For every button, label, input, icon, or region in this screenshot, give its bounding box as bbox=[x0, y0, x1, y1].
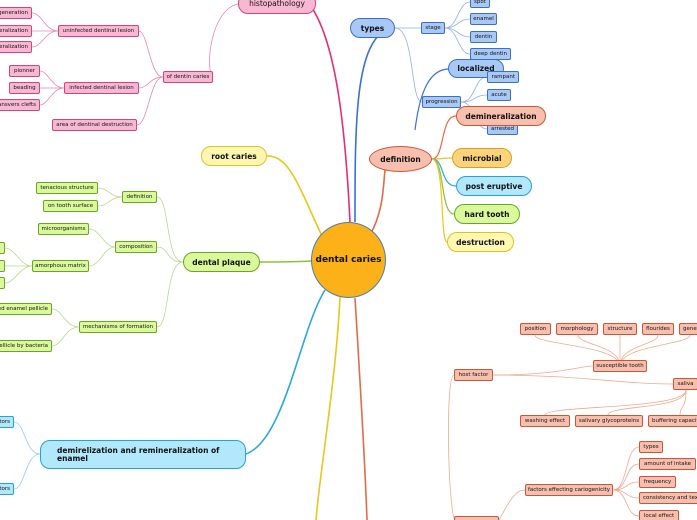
node-demineralization[interactable]: demineralization bbox=[0, 41, 32, 53]
node-amorphous-matrix[interactable]: amorphous matrix bbox=[32, 260, 89, 272]
node-composition[interactable]: composition bbox=[115, 241, 157, 253]
node-flourides[interactable]: flourides bbox=[642, 323, 674, 335]
node-rampant[interactable]: rampant bbox=[487, 71, 519, 83]
node-generation[interactable]: generation bbox=[0, 7, 32, 19]
node-definition[interactable]: definition bbox=[369, 146, 432, 172]
node-washing-effect[interactable]: washing effect bbox=[520, 415, 570, 427]
node-acute[interactable]: acute bbox=[487, 89, 511, 101]
node-matrix-child-1[interactable] bbox=[0, 242, 5, 254]
node-microorganisms[interactable]: microorganisms bbox=[38, 223, 89, 235]
node-position[interactable]: position bbox=[520, 323, 551, 335]
node-microbial[interactable]: microbial bbox=[452, 148, 512, 168]
node-substrate-factor[interactable] bbox=[454, 516, 499, 520]
node-infected-dentinal-lesion[interactable]: infected dentinal lesion bbox=[64, 82, 139, 94]
node-saliva[interactable]: saliva bbox=[673, 378, 697, 390]
node-demineralization-remineralization[interactable]: demirelization and remineralization of e… bbox=[40, 440, 246, 469]
node-colonization-of-pellicle[interactable]: colonization of pellicle by bacteria bbox=[0, 340, 52, 352]
node-amount-of-intake[interactable]: amount of intake bbox=[639, 458, 696, 470]
node-morphology[interactable]: morphology bbox=[556, 323, 598, 335]
node-progression[interactable]: progression bbox=[422, 96, 461, 108]
node-pionner[interactable]: pionner bbox=[9, 65, 40, 77]
node-factors-effecting-cariogenicity[interactable]: factors effecting cariogenicity bbox=[525, 484, 613, 496]
node-tenacious-structure[interactable]: tenacious structure bbox=[36, 182, 98, 194]
node-matrix-child-3[interactable] bbox=[0, 277, 5, 289]
node-types-cario[interactable]: types bbox=[639, 441, 663, 453]
node-salivary-glycoproteins[interactable]: salivary glycoproteins bbox=[575, 415, 643, 427]
node-consistency-texture[interactable]: consistency and texture bbox=[639, 492, 697, 504]
node-buffering-capacity[interactable]: buffering capacity bbox=[648, 415, 697, 427]
node-dental-plaque[interactable]: dental plaque bbox=[183, 252, 260, 272]
node-transvers-clefts[interactable]: transvers clefts bbox=[0, 99, 40, 111]
node-histopathology[interactable]: histopathology bbox=[238, 0, 316, 14]
node-demineralization-def[interactable]: demineralization bbox=[456, 106, 546, 126]
node-susceptible-tooth[interactable]: susceptible tooth bbox=[593, 360, 647, 372]
node-spot[interactable]: spot bbox=[470, 0, 490, 8]
node-plaque-definition[interactable]: definition bbox=[122, 191, 157, 203]
node-host-factor[interactable]: host factor bbox=[454, 369, 493, 381]
node-root-caries[interactable]: root caries bbox=[201, 146, 267, 166]
node-demin-factors-1[interactable]: factors bbox=[0, 416, 14, 428]
node-genetics[interactable]: genetics bbox=[679, 323, 697, 335]
node-hard-tooth[interactable]: hard tooth bbox=[454, 204, 520, 224]
node-structure[interactable]: structure bbox=[603, 323, 637, 335]
node-on-tooth-surface[interactable]: on tooth surface bbox=[43, 200, 98, 212]
node-types[interactable]: types bbox=[350, 18, 395, 38]
node-dentin[interactable]: dentin bbox=[470, 31, 497, 43]
node-enamel[interactable]: enamel bbox=[470, 13, 497, 25]
node-of-dentin-caries[interactable]: of dentin caries bbox=[163, 71, 213, 83]
node-uninfected-dentinal-lesion[interactable]: uninfected dentinal lesion bbox=[58, 25, 139, 37]
node-destruction[interactable]: destruction bbox=[447, 232, 514, 252]
node-area-of-dentinal-destruction[interactable]: area of dentinal destruction bbox=[52, 119, 137, 131]
node-frequency[interactable]: frequency bbox=[639, 476, 676, 488]
node-mechanisms-of-formation[interactable]: mechanisms of formation bbox=[79, 321, 157, 333]
node-beading[interactable]: beading bbox=[9, 82, 40, 94]
node-local-effect[interactable]: local effect bbox=[639, 510, 679, 520]
central-topic[interactable]: dental caries bbox=[311, 222, 386, 298]
node-mineralization[interactable]: mineralization bbox=[0, 25, 32, 37]
node-matrix-child-2[interactable] bbox=[0, 260, 5, 272]
node-demin-factors-2[interactable]: factors bbox=[0, 483, 14, 495]
node-post-eruptive[interactable]: post eruptive bbox=[456, 176, 532, 196]
node-stage[interactable]: stage bbox=[421, 22, 445, 34]
node-acquired-enamel-pellicle[interactable]: acquired enamel pellicle bbox=[0, 303, 52, 315]
